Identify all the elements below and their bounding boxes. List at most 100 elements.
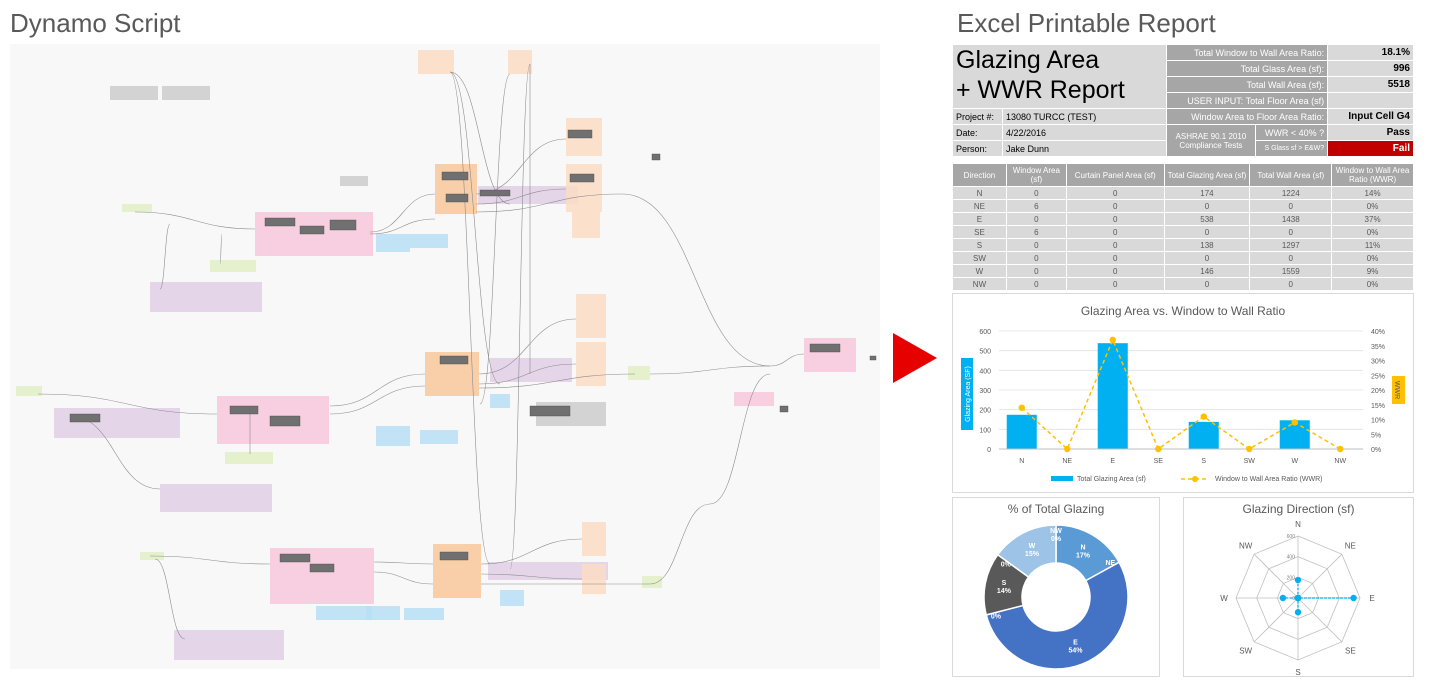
date-value: 4/22/2016 <box>1001 124 1167 141</box>
direction-cell: 538 <box>1163 212 1251 226</box>
dynamo-node-group <box>734 392 774 406</box>
direction-cell: 0 <box>1163 225 1251 239</box>
direction-cell: 138 <box>1163 238 1251 252</box>
dir-header-curtain: Curtain Panel Area (sf) <box>1065 163 1165 187</box>
dynamo-node <box>779 405 789 413</box>
radar-point-w <box>1279 594 1287 602</box>
dynamo-wire <box>449 71 511 205</box>
donut-label-n: N <box>1080 544 1085 551</box>
dynamo-graph-canvas[interactable] <box>10 44 880 669</box>
donut-pct-n: 17% <box>1076 552 1091 559</box>
dynamo-node-group <box>500 590 524 606</box>
dynamo-node <box>439 551 469 561</box>
direction-cell: 9% <box>1331 264 1414 278</box>
dynamo-node-group <box>54 408 180 438</box>
dynamo-wire <box>478 363 577 385</box>
y2-tick-label: 25% <box>1371 373 1385 380</box>
dynamo-node-group <box>404 608 444 620</box>
direction-cell: 1224 <box>1249 186 1333 200</box>
direction-cell: 0 <box>1163 277 1251 291</box>
direction-cell: 0 <box>1249 199 1333 213</box>
direction-cell: 0% <box>1331 251 1414 265</box>
donut-pct-sw: 0% <box>1001 562 1012 569</box>
direction-cell: 0 <box>1005 212 1067 226</box>
dynamo-wire <box>649 365 771 375</box>
direction-cell: 0 <box>1065 225 1165 239</box>
dynamo-wire <box>329 373 426 407</box>
dynamo-wire <box>478 373 636 389</box>
direction-cell: 0 <box>1249 225 1333 239</box>
dynamo-wire <box>509 63 531 570</box>
wwr-point-ne <box>1064 445 1071 453</box>
direction-cell: SW <box>952 251 1007 265</box>
radar-point-s <box>1294 609 1302 616</box>
metric-label-glass: Total Glass Area (sf): <box>1165 60 1329 77</box>
dynamo-node-group <box>225 452 273 464</box>
bar-n <box>1006 414 1037 449</box>
y-axis-title: Glazing Area (SF) <box>961 358 973 430</box>
dynamo-node-group <box>210 260 256 272</box>
dynamo-wire <box>479 73 511 405</box>
metric-value-wall: 5518 <box>1327 76 1414 93</box>
dynamo-node-group <box>508 50 532 74</box>
dynamo-node <box>329 219 357 231</box>
direction-cell: 0 <box>1249 277 1333 291</box>
direction-cell: 14% <box>1331 186 1414 200</box>
x-tick-label: SW <box>1244 458 1256 465</box>
dynamo-wire <box>480 573 583 580</box>
donut-label-w: W <box>1029 543 1036 550</box>
direction-cell: 0 <box>1065 199 1165 213</box>
user-input-cell[interactable] <box>1327 92 1414 109</box>
dir-header-window: Window Area (sf) <box>1005 163 1067 187</box>
ashrae-label: ASHRAE 90.1 2010 Compliance Tests <box>1165 124 1257 157</box>
radar-axis-label-sw: SW <box>1239 646 1252 655</box>
radar-axis-label-e: E <box>1369 594 1374 603</box>
y2-tick-label: 0% <box>1371 447 1381 454</box>
radar-spoke <box>1297 597 1343 643</box>
excel-report: Glazing Area + WWR Report Total Window t… <box>952 44 1414 291</box>
y-tick-label: 100 <box>979 427 991 434</box>
dynamo-node <box>299 225 325 235</box>
direction-cell: 0 <box>1065 238 1165 252</box>
dynamo-wire <box>449 71 491 565</box>
direction-cell: 0 <box>1065 251 1165 265</box>
dynamo-node-group <box>490 394 510 408</box>
dynamo-node-group <box>162 86 210 100</box>
radar-series-line <box>1282 580 1354 613</box>
test1-label: WWR < 40% ? <box>1255 124 1329 141</box>
dynamo-node-group <box>420 430 458 444</box>
y2-tick-label: 40% <box>1371 329 1385 336</box>
direction-cell: 0 <box>1163 199 1251 213</box>
y2-axis-title-text: WWR <box>1393 381 1400 399</box>
dynamo-wire <box>369 218 436 235</box>
dynamo-node-group <box>174 630 284 660</box>
y2-tick-label: 20% <box>1371 388 1385 395</box>
dynamo-node-group <box>376 234 410 252</box>
metric-label-wall: Total Wall Area (sf): <box>1165 76 1329 93</box>
radar-chart-title: Glazing Direction (sf) <box>1242 502 1355 516</box>
wwr-line <box>1021 337 1341 451</box>
radar-axis-label-w: W <box>1220 594 1228 603</box>
dynamo-node-group <box>582 564 606 594</box>
dynamo-node <box>809 343 841 353</box>
dynamo-node <box>651 153 661 161</box>
legend-line-label: Window to Wall Area Ratio (WWR) <box>1215 476 1322 483</box>
dynamo-node <box>529 405 571 417</box>
dynamo-node-group <box>316 606 372 620</box>
dynamo-node <box>264 217 296 227</box>
dynamo-script-title: Dynamo Script <box>10 8 181 38</box>
window-floor-value: Input Cell G4 <box>1327 108 1414 125</box>
radar-spoke <box>1253 597 1299 643</box>
direction-cell: 0 <box>1005 186 1067 200</box>
direction-cell: 0 <box>1065 264 1165 278</box>
dynamo-node <box>269 415 301 427</box>
test2-value: Fail <box>1327 140 1414 157</box>
dynamo-node <box>279 553 311 563</box>
dynamo-wire <box>769 353 805 367</box>
dynamo-node <box>441 171 469 181</box>
